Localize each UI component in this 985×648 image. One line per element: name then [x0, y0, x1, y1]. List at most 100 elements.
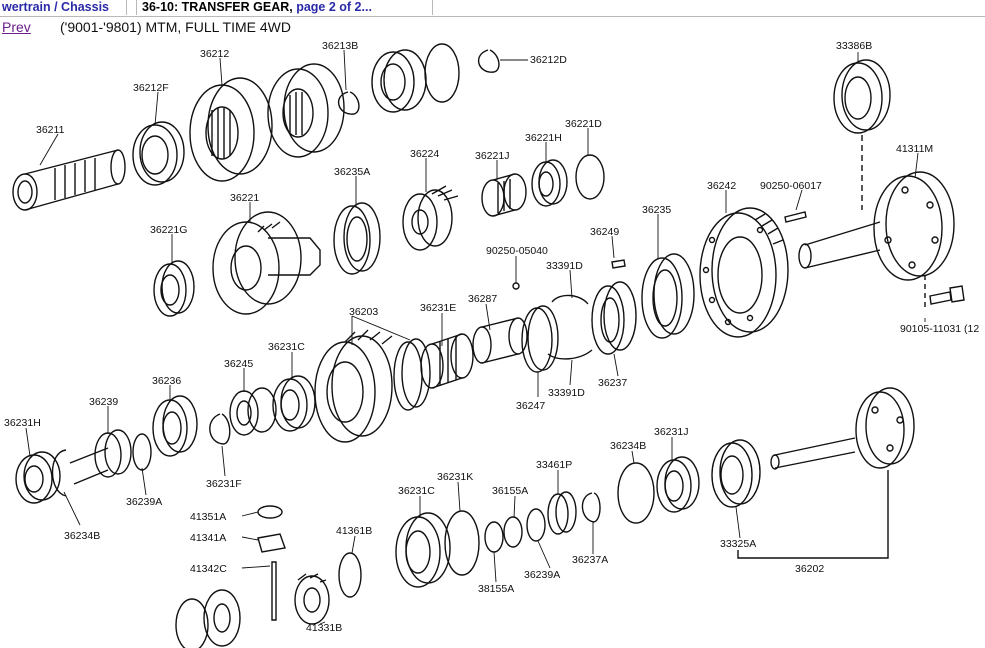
- label-33461P: 33461P: [536, 459, 572, 471]
- label-38155A: 38155A: [478, 583, 514, 595]
- label-41361B: 41361B: [336, 525, 372, 537]
- part-41331B-side-gear: [294, 573, 330, 625]
- part-36231F-ring: [209, 413, 231, 445]
- label-36239A: 36239A: [126, 496, 162, 508]
- part-33461P: [547, 491, 577, 535]
- part-36221-gear: [212, 211, 321, 315]
- label-36221J: 36221J: [475, 150, 509, 162]
- part-36203-gear: [314, 329, 431, 443]
- part-33391D-spring: [551, 294, 589, 305]
- label-36237A: 36237A: [572, 554, 608, 566]
- part-36224-gear: [402, 185, 459, 251]
- part-36231H-bearing: [15, 451, 61, 504]
- bracket-36202: [737, 470, 889, 559]
- label-36231K: 36231K: [437, 471, 473, 483]
- leader-lines: [25, 49, 926, 625]
- label-36221D: 36221D: [565, 118, 602, 130]
- label-36239: 36239: [89, 396, 118, 408]
- part-36213B-gear: [267, 63, 345, 158]
- label-36234B-right: 36234B: [610, 440, 646, 452]
- label-90105-11031: 90105-11031 (12: [900, 323, 979, 335]
- part-33391D-spring: [547, 349, 593, 360]
- label-36231J: 36231J: [654, 426, 688, 438]
- part-36237A-ring: [581, 492, 601, 523]
- part-33386B-seal: [833, 59, 891, 134]
- part-36249-key: [611, 259, 626, 269]
- label-36213B: 36213B: [322, 40, 358, 52]
- label-41341A: 41341A: [190, 532, 226, 544]
- part-ball: [512, 282, 520, 290]
- part-41342C-shaft: [271, 561, 277, 621]
- part-36211-shaft: [12, 149, 126, 211]
- part-36236-hub: [152, 395, 198, 457]
- label-41351A: 41351A: [190, 511, 226, 523]
- label-33391D-lower: 33391D: [548, 387, 585, 399]
- part-36231K-ring: [444, 510, 480, 576]
- label-36247: 36247: [516, 400, 545, 412]
- part-snap-ring: [337, 91, 360, 115]
- label-36237: 36237: [598, 377, 627, 389]
- label-36202: 36202: [795, 563, 824, 575]
- part-labels: 36211 36212F 36212 36213B 36212D 33386B …: [4, 40, 979, 634]
- part-41341A-pinion: [257, 533, 286, 553]
- part-36221G-bearing: [153, 260, 195, 317]
- part-36212F-bearing: [132, 121, 185, 186]
- label-36231F: 36231F: [206, 478, 242, 490]
- label-41331B: 41331B: [306, 622, 342, 634]
- part-36242-ring-gear: [699, 207, 789, 338]
- part-36202-shaft: [770, 387, 915, 470]
- part-36235A-bearing: [333, 202, 381, 275]
- part-36247-ring-back: [527, 305, 559, 371]
- part-36231E-bearing: [420, 333, 474, 389]
- label-36239A-lower: 36239A: [524, 569, 560, 581]
- label-36212: 36212: [200, 48, 229, 60]
- label-36245: 36245: [224, 358, 253, 370]
- part-bearing: [371, 49, 427, 113]
- part-side-gear-lower: [175, 589, 241, 648]
- label-36231C-lower: 36231C: [398, 485, 435, 497]
- label-33391D: 33391D: [546, 260, 583, 272]
- part-41311M-flange: [798, 171, 955, 281]
- label-36231H: 36231H: [4, 417, 41, 429]
- part-36231C-bearing: [272, 375, 316, 432]
- part-90105-bolt: [929, 285, 965, 305]
- label-36221G: 36221G: [150, 224, 187, 236]
- tab-label: wertrain / Chassis: [2, 0, 109, 14]
- label-41342C: 41342C: [190, 563, 227, 575]
- part-33325A-seal: [711, 439, 761, 508]
- label-36211: 36211: [36, 124, 65, 136]
- part-36212-gear: [189, 77, 273, 182]
- label-36224: 36224: [410, 148, 439, 160]
- label-36235A: 36235A: [334, 166, 370, 178]
- label-36221H: 36221H: [525, 132, 562, 144]
- label-90250-05040: 90250-05040: [486, 245, 548, 257]
- part-41361B-washer: [338, 552, 362, 598]
- tab-transfer-gear[interactable]: 36-10: TRANSFER GEAR, page 2 of 2...: [136, 0, 433, 15]
- part-pin: [784, 211, 807, 223]
- label-36249: 36249: [590, 226, 619, 238]
- tab-powertrain-chassis[interactable]: wertrain / Chassis: [0, 0, 127, 15]
- part-38155A-washer: [484, 521, 504, 553]
- part-36231C-bearing-lower: [395, 512, 451, 588]
- tab-bar: wertrain / Chassis 36-10: TRANSFER GEAR,…: [0, 0, 985, 17]
- part-36221J-bearing: [481, 173, 527, 217]
- label-90250-06017: 90250-06017: [760, 180, 822, 192]
- part-36239-gear: [69, 429, 132, 485]
- label-36212F: 36212F: [133, 82, 169, 94]
- label-36231C: 36231C: [268, 341, 305, 353]
- label-36287: 36287: [468, 293, 497, 305]
- prev-link[interactable]: Prev: [2, 19, 31, 35]
- label-36231E: 36231E: [420, 302, 456, 314]
- label-41311M: 41311M: [896, 143, 933, 155]
- label-33386B: 33386B: [836, 40, 872, 52]
- part-36231J-bearing: [656, 456, 700, 513]
- part-36221D-ring: [575, 154, 605, 200]
- page-subtitle: ('9001-'9801) MTM, FULL TIME 4WD: [60, 19, 291, 35]
- label-33325A: 33325A: [720, 538, 756, 550]
- part-36212D-snap-ring: [477, 49, 500, 73]
- part-36239A-ring-lower: [526, 508, 546, 542]
- label-36155A: 36155A: [492, 485, 528, 497]
- part-36234B-ring: [51, 449, 67, 497]
- label-36203: 36203: [349, 306, 378, 318]
- label-36221: 36221: [230, 192, 259, 204]
